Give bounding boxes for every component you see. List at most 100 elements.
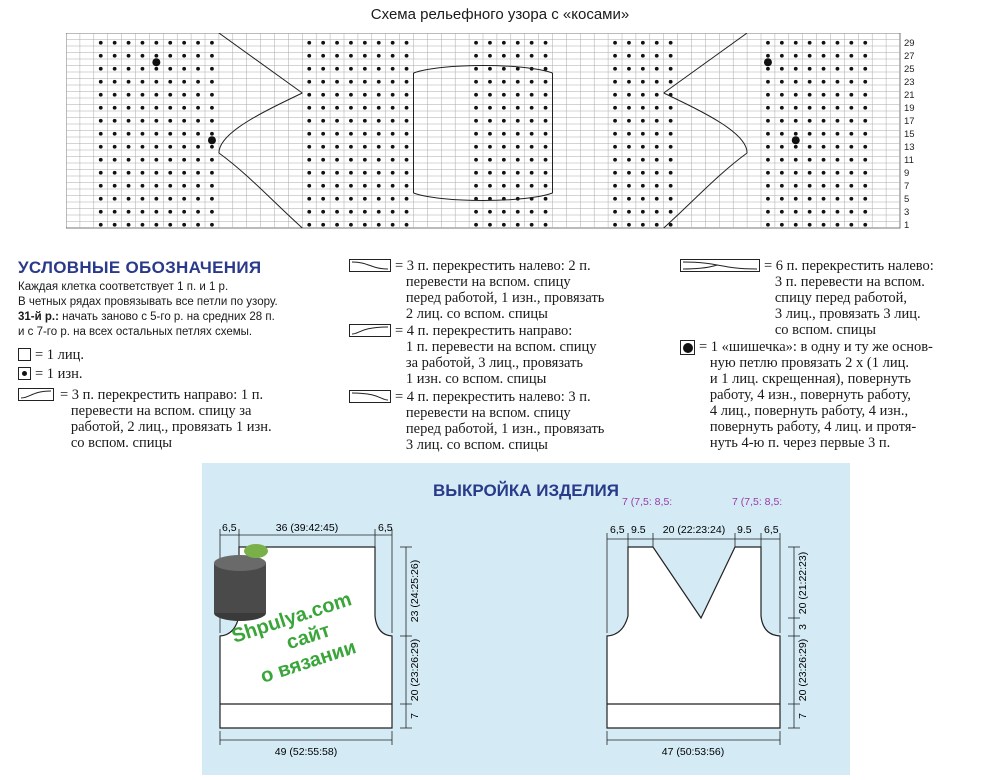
purl-dot	[627, 131, 631, 136]
purl-dot	[779, 196, 784, 201]
purl-dot	[654, 66, 659, 71]
purl-dot	[501, 209, 506, 214]
purl-dot	[390, 131, 395, 136]
purl-dot	[196, 183, 200, 188]
purl-dot	[515, 183, 520, 188]
purl-dot	[640, 131, 645, 136]
purl-dot	[376, 222, 381, 227]
purl-dot	[335, 79, 339, 84]
purl-dot	[210, 170, 214, 175]
purl-dot	[376, 183, 381, 188]
purl-dot	[182, 170, 187, 175]
purl-dot	[154, 92, 159, 97]
purl-dot	[335, 40, 339, 45]
purl-dot	[196, 157, 200, 162]
purl-dot	[766, 144, 770, 149]
purl-dot	[654, 170, 659, 175]
purl-dot	[668, 105, 673, 110]
purl-dot	[501, 157, 506, 162]
purl-dot	[529, 118, 534, 123]
purl-dot	[390, 105, 395, 110]
purl-dot	[321, 66, 326, 71]
purl-dot	[126, 157, 131, 162]
row-number: 9	[904, 168, 909, 179]
purl-dot	[98, 144, 103, 149]
front-dimension-lines	[606, 533, 800, 745]
row-number: 1	[904, 220, 909, 231]
purl-dot	[807, 92, 812, 97]
purl-dot	[501, 118, 506, 123]
purl-dot	[182, 66, 187, 71]
purl-dot	[140, 79, 145, 84]
purl-dot	[307, 144, 312, 149]
purl-dot	[807, 40, 812, 45]
purl-dot	[668, 157, 673, 162]
purl-dot	[835, 157, 840, 162]
cable-line	[663, 152, 748, 229]
purl-dot	[807, 157, 812, 162]
legend-cross3l-text: = 3 п. перекрестить налево: 2 п. перевес…	[395, 258, 605, 322]
purl-dot	[668, 66, 673, 71]
purl-dot	[112, 222, 117, 227]
purl-dot	[307, 40, 312, 45]
purl-dot	[654, 92, 659, 97]
purl-dot	[474, 131, 478, 136]
purl-dot	[668, 183, 673, 188]
purl-dot	[349, 92, 353, 97]
purl-dot	[543, 118, 548, 123]
purl-dot	[821, 170, 826, 175]
purl-dot	[404, 144, 409, 149]
purl-dot	[613, 209, 617, 214]
purl-dot	[126, 222, 131, 227]
purl-dot	[849, 66, 854, 71]
purl-dot	[168, 79, 173, 84]
purl-dot	[349, 131, 353, 136]
purl-dot	[613, 53, 617, 58]
purl-dot	[362, 222, 367, 227]
purl-dot	[779, 53, 784, 58]
purl-dot	[668, 144, 673, 149]
purl-dot	[376, 79, 381, 84]
purl-dot	[168, 105, 173, 110]
purl-dot	[627, 209, 631, 214]
purl-dot	[307, 66, 312, 71]
purl-dot	[793, 170, 798, 175]
purl-dot	[807, 79, 812, 84]
purl-dot	[307, 131, 312, 136]
purl-dot	[349, 170, 353, 175]
purl-dot	[140, 118, 145, 123]
purl-dot	[627, 222, 631, 227]
purl-dot	[168, 53, 173, 58]
legend-bobble-text: = 1 «шишечка»: в одну и ту же основ- ную…	[699, 339, 933, 451]
purl-dot	[362, 183, 367, 188]
purl-dot	[404, 157, 409, 162]
purl-dot	[849, 196, 854, 201]
purl-dot	[307, 105, 312, 110]
purl-dot	[488, 144, 492, 149]
purl-dot	[196, 131, 200, 136]
purl-dot	[821, 66, 826, 71]
purl-dot	[126, 66, 131, 71]
cable-line	[218, 33, 303, 94]
purl-dot	[821, 157, 826, 162]
purl-dot	[404, 222, 409, 227]
purl-dot	[376, 157, 381, 162]
purl-dot	[154, 196, 159, 201]
cable-line	[413, 65, 553, 74]
purl-dot	[627, 118, 631, 123]
purl-dot	[362, 170, 367, 175]
purl-dot	[779, 40, 784, 45]
purl-dot	[654, 222, 659, 227]
front-rib-height: 7	[797, 713, 809, 719]
purl-dot	[793, 118, 798, 123]
row-number: 7	[904, 181, 909, 192]
purl-dot	[126, 105, 131, 110]
purl-dot	[390, 66, 395, 71]
purl-dot	[654, 79, 659, 84]
purl-dot	[793, 131, 798, 136]
purl-dot	[196, 144, 200, 149]
purl-dot	[154, 144, 159, 149]
purl-dot	[766, 92, 770, 97]
purl-dot	[863, 183, 868, 188]
cross4-right-icon	[349, 324, 391, 337]
